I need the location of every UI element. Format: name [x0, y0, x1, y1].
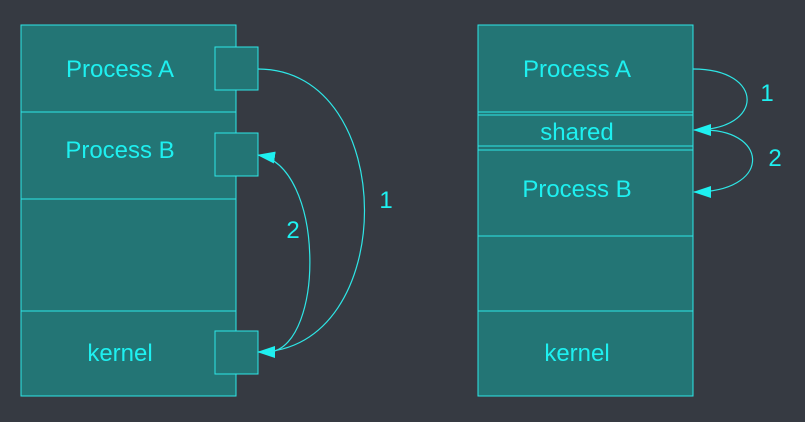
right-kernel-label: kernel [544, 340, 609, 367]
left-process-a-buffer [214, 46, 259, 91]
left-memory-stack: Process A Process B kernel 1 2 [20, 24, 393, 397]
left-kernel-region [20, 310, 237, 397]
left-arrow-1 [257, 68, 366, 358]
left-process-b-region [20, 111, 237, 200]
right-empty-region [477, 235, 694, 312]
right-shared-label: shared [540, 119, 613, 146]
left-process-b-buffer [214, 132, 259, 177]
right-process-a-region [477, 24, 694, 113]
right-arrow-2 [693, 129, 754, 198]
left-arrow-2-label: 2 [286, 217, 299, 244]
right-process-a-label: Process A [523, 56, 631, 83]
right-arrow-1-label: 1 [760, 80, 773, 107]
right-process-b-region [477, 149, 694, 237]
left-kernel-buffer [214, 330, 259, 375]
left-process-a-label: Process A [66, 56, 174, 83]
left-kernel-label: kernel [87, 340, 152, 367]
left-process-a-region [20, 24, 237, 113]
right-kernel-region [477, 310, 694, 397]
left-empty-region [20, 198, 237, 312]
left-arrow-2 [257, 151, 311, 353]
right-memory-stack: Process A shared Process B kernel 1 2 [477, 24, 782, 397]
right-shared-region-box [477, 114, 694, 147]
right-process-b-label: Process B [522, 176, 631, 203]
right-arrow-1 [692, 68, 748, 136]
left-arrow-1-label: 1 [379, 187, 392, 214]
left-process-b-label: Process B [65, 137, 174, 164]
right-arrow-2-label: 2 [768, 145, 781, 172]
